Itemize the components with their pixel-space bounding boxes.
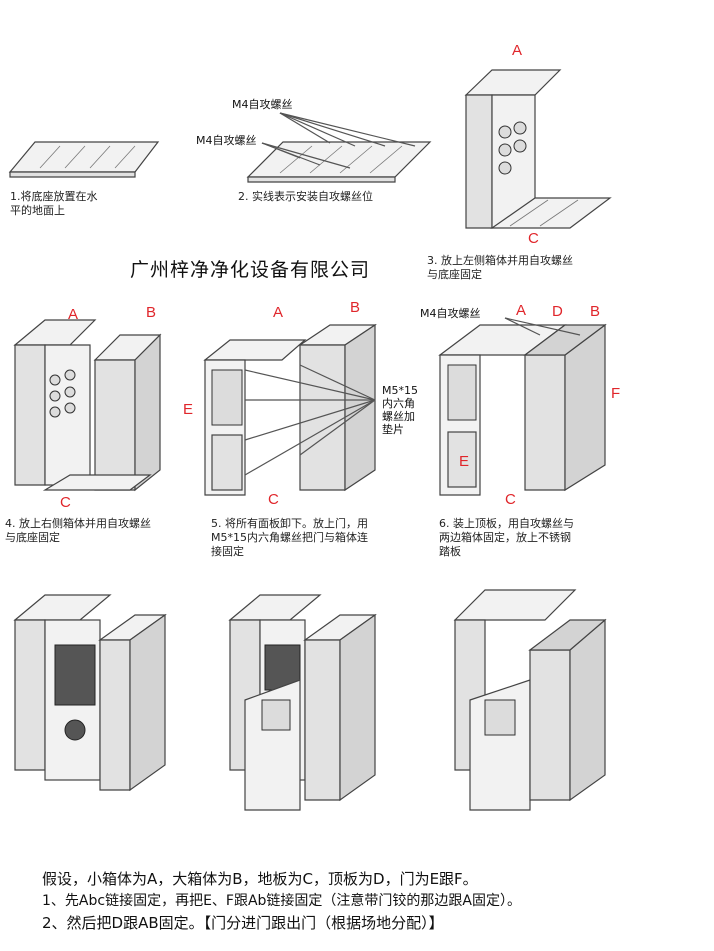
m5-line-4: 垫片 <box>382 423 404 436</box>
m4-screw-label-top: M4自攻螺丝 <box>232 98 293 111</box>
note-line-2: 1、先Abc链接固定，再把E、F跟Ab链接固定（注意带门铰的那边跟A固定）。 <box>42 893 522 909</box>
label-c-step4: C <box>60 494 71 511</box>
airshower-view-3 <box>453 589 607 811</box>
airshower-view-2 <box>228 594 377 811</box>
cabinet-step3 <box>464 69 612 229</box>
label-a-step5: A <box>273 304 284 321</box>
label-e-step5: E <box>183 401 194 418</box>
base-frame-step1 <box>8 141 160 178</box>
label-a-step4: A <box>68 306 79 323</box>
note-line-3: 2、然后把D跟AB固定。【门分进门跟出门（根据场地分配）】 <box>42 914 444 932</box>
base-frame-step2 <box>246 112 432 183</box>
label-d-step6: D <box>552 303 563 320</box>
label-e-step6: E <box>459 453 470 470</box>
m5-line-1: M5*15 <box>382 384 418 397</box>
assembly-notes: 假设，小箱体为A，大箱体为B，地板为C，顶板为D，门为E跟F。 1、先Abc链接… <box>42 868 521 934</box>
m4-screw-label-mid: M4自攻螺丝 <box>196 134 257 147</box>
step-4-caption: 4. 放上右侧箱体并用自攻螺丝 与底座固定 <box>5 517 151 544</box>
label-c-step5: C <box>268 491 279 508</box>
cabinets-step4 <box>13 319 162 492</box>
step-6-caption: 6. 装上顶板，用自攻螺丝与 两边箱体固定，放上不锈钢 踏板 <box>439 517 574 558</box>
step-2-caption: 2. 实线表示安装自攻螺丝位 <box>238 190 373 203</box>
label-b-step4: B <box>146 304 157 321</box>
label-c-step6: C <box>505 491 516 508</box>
company-name: 广州梓净净化设备有限公司 <box>130 259 371 281</box>
m5-line-3: 螺丝加 <box>382 410 415 423</box>
label-b-step5: B <box>350 299 361 316</box>
note-line-1: 假设，小箱体为A，大箱体为B，地板为C，顶板为D，门为E跟F。 <box>42 870 478 888</box>
label-f-step6: F <box>611 385 621 402</box>
door-exploded-step5 <box>203 323 377 496</box>
m4-screw-label-step6: M4自攻螺丝 <box>420 307 481 320</box>
step-1-caption: 1.将底座放置在水 平的地面上 <box>10 190 98 217</box>
label-a-step3: A <box>512 42 523 59</box>
full-assembly-step6 <box>438 317 607 496</box>
m5-line-2: 内六角 <box>382 397 415 410</box>
airshower-view-1 <box>13 594 167 792</box>
label-c-step3: C <box>528 230 539 247</box>
step-5-caption: 5. 将所有面板卸下。放上门，用 M5*15内六角螺丝把门与箱体连 接固定 <box>211 517 368 558</box>
m5-screw-callout: M5*15 内六角 螺丝加 垫片 <box>382 384 418 436</box>
step-3-caption: 3. 放上左侧箱体并用自攻螺丝 与底座固定 <box>427 254 573 281</box>
label-a-step6: A <box>516 302 527 319</box>
label-b-step6: B <box>590 303 601 320</box>
